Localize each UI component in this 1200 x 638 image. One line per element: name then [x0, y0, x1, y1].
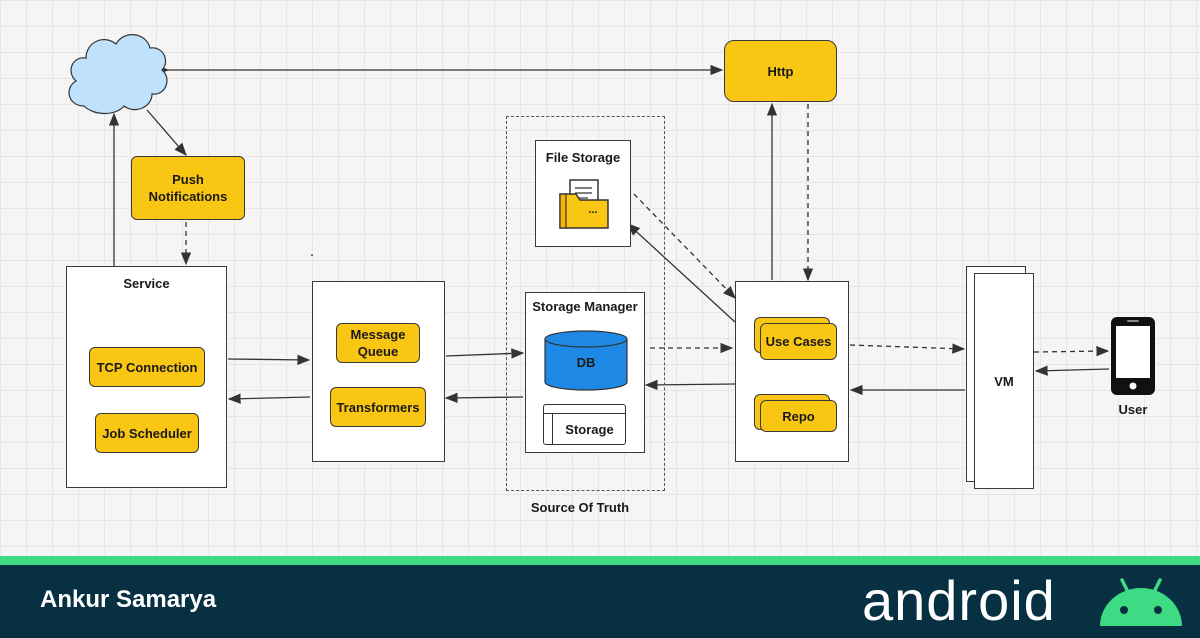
service-title: Service: [123, 276, 170, 291]
source-of-truth-container: [506, 116, 665, 491]
arrow-processor-storage: [445, 348, 525, 359]
footer-stripe: [0, 556, 1200, 565]
arrow-domain-storage: [644, 379, 736, 391]
db-label: DB: [576, 355, 596, 370]
message-queue-chip: Message Queue: [336, 323, 420, 363]
transformers-chip: Transformers: [330, 387, 426, 427]
arrow-storage-processor: [444, 392, 524, 404]
database-icon: [544, 330, 628, 391]
vm-box: [974, 273, 1034, 489]
repo-chip: Repo: [760, 400, 837, 432]
footer: [0, 565, 1200, 638]
source-of-truth-label: Source Of Truth: [530, 500, 630, 515]
android-robot-icon: [1100, 578, 1182, 626]
arrow-user-vm: [1034, 365, 1110, 376]
arrow-domain-vm: [849, 343, 966, 354]
smartphone-icon: [1111, 317, 1155, 395]
use-cases-chip: Use Cases: [760, 323, 837, 360]
arrow-file-domain: [633, 193, 736, 299]
file-storage-title: File Storage: [545, 150, 621, 165]
http-chip: Http: [724, 40, 837, 102]
processor-box: [312, 281, 445, 462]
push-notifications-chip: Push Notifications: [131, 156, 245, 220]
stray-dot: .: [310, 248, 314, 259]
job-scheduler-chip: Job Scheduler: [95, 413, 199, 453]
arrow-cloud-push: [146, 109, 187, 156]
storage-label: Storage: [565, 422, 614, 437]
vm-label: VM: [994, 374, 1014, 389]
storage-block: [543, 404, 626, 445]
folder-dots: ...: [588, 204, 598, 216]
user-label: User: [1118, 402, 1148, 417]
arrow-domain-file: [627, 223, 736, 323]
arrow-vm-user: [1033, 345, 1110, 357]
cloud-icon: [68, 34, 168, 115]
arrow-service-processor: [227, 354, 311, 366]
tcp-connection-chip: TCP Connection: [89, 347, 205, 387]
folder-file-icon: [559, 179, 609, 229]
android-wordmark: android: [862, 569, 1056, 632]
author-name: Ankur Samarya: [40, 586, 217, 613]
arrow-processor-service: [227, 393, 311, 404]
domain-box: [735, 281, 849, 462]
connector-layer: [108, 64, 1110, 404]
storage-manager-title: Storage Manager: [532, 299, 638, 314]
